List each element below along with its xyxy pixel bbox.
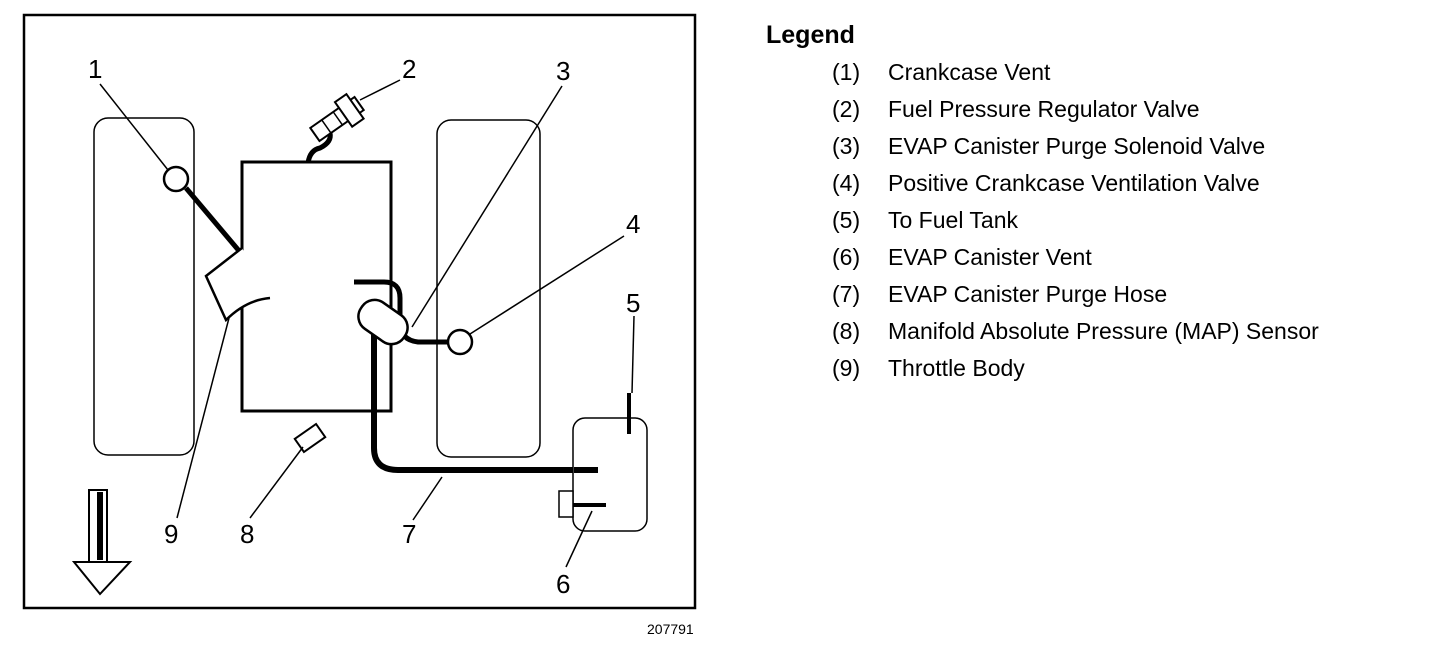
legend-label: EVAP Canister Vent xyxy=(888,244,1092,270)
legend-item-fuel-pressure-regulator: (2) Fuel Pressure Regulator Valve xyxy=(832,91,1319,128)
canister-vent xyxy=(558,490,574,518)
crankcase-vent-hose xyxy=(184,186,242,254)
fuel-pressure-regulator xyxy=(308,92,366,143)
legend-label: Crankcase Vent xyxy=(888,59,1051,85)
legend-item-pcv-valve: (4) Positive Crankcase Ventilation Valve xyxy=(832,165,1319,202)
leader-lines xyxy=(99,79,635,568)
legend-label: Manifold Absolute Pressure (MAP) Sensor xyxy=(888,318,1319,344)
callout-5: 5 xyxy=(626,288,640,318)
legend-item-throttle-body: (9) Throttle Body xyxy=(832,350,1319,387)
legend-item-purge-hose: (7) EVAP Canister Purge Hose xyxy=(832,276,1319,313)
legend: Legend (1) Crankcase Vent (2) Fuel Press… xyxy=(766,20,1319,387)
legend-label: Throttle Body xyxy=(888,355,1025,381)
callout-9: 9 xyxy=(164,519,178,549)
purge-hose xyxy=(371,334,598,473)
legend-item-crankcase-vent: (1) Crankcase Vent xyxy=(832,54,1319,91)
crankcase-vent xyxy=(162,165,190,193)
callout-2: 2 xyxy=(402,54,416,84)
legend-number: (1) xyxy=(832,59,861,85)
pcv-valve xyxy=(446,328,474,356)
evap-canister xyxy=(572,417,648,532)
legend-title: Legend xyxy=(766,21,855,49)
legend-number: (4) xyxy=(832,170,861,196)
map-sensor xyxy=(293,422,327,454)
callout-6: 6 xyxy=(556,569,570,599)
callout-4: 4 xyxy=(626,209,640,239)
solenoid-upper-hose xyxy=(354,279,452,345)
legend-list: (1) Crankcase Vent (2) Fuel Pressure Reg… xyxy=(832,54,1319,387)
legend-label: To Fuel Tank xyxy=(888,207,1018,233)
legend-item-canister-vent: (6) EVAP Canister Vent xyxy=(832,239,1319,276)
legend-number: (9) xyxy=(832,355,861,381)
evap-purge-solenoid xyxy=(357,298,409,346)
callout-7: 7 xyxy=(402,519,416,549)
legend-item-evap-purge-solenoid: (3) EVAP Canister Purge Solenoid Valve xyxy=(832,128,1319,165)
callout-8: 8 xyxy=(240,519,254,549)
legend-label: Positive Crankcase Ventilation Valve xyxy=(888,170,1260,196)
legend-label: EVAP Canister Purge Solenoid Valve xyxy=(888,133,1266,159)
legend-number: (7) xyxy=(832,281,861,307)
front-arrow-icon xyxy=(71,489,133,596)
legend-number: (8) xyxy=(832,318,861,344)
callout-1: 1 xyxy=(88,54,102,84)
legend-item-to-fuel-tank: (5) To Fuel Tank xyxy=(832,202,1319,239)
legend-item-map-sensor: (8) Manifold Absolute Pressure (MAP) Sen… xyxy=(832,313,1319,350)
diagram-frame xyxy=(22,13,697,610)
throttle-body xyxy=(204,247,271,323)
intake-manifold xyxy=(240,160,393,413)
regulator-hose xyxy=(305,132,333,164)
legend-number: (5) xyxy=(832,207,861,233)
legend-label: EVAP Canister Purge Hose xyxy=(888,281,1168,307)
figure-number: 207791 xyxy=(647,621,694,637)
right-cylinder-bank xyxy=(436,119,541,458)
legend-number: (2) xyxy=(832,96,861,122)
left-cylinder-bank xyxy=(93,117,195,456)
legend-number: (3) xyxy=(832,133,861,159)
legend-label: Fuel Pressure Regulator Valve xyxy=(888,96,1200,122)
legend-number: (6) xyxy=(832,244,861,270)
callout-3: 3 xyxy=(556,56,570,86)
